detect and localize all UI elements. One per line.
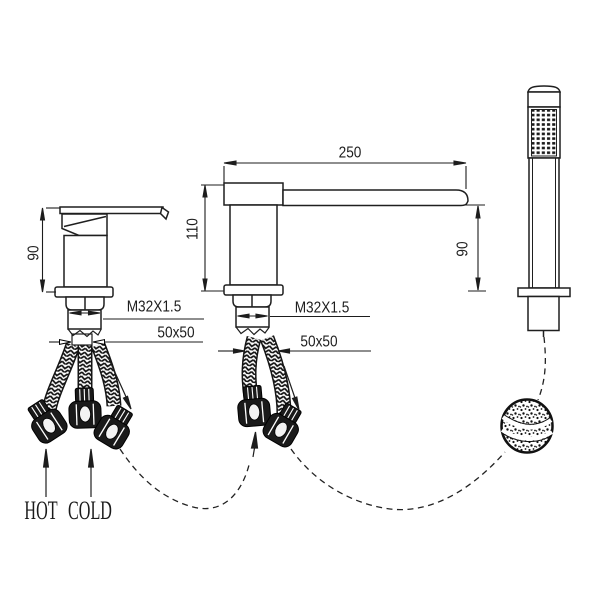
mixer-lever-tip bbox=[159, 206, 170, 221]
shower-escutcheon bbox=[517, 287, 571, 298]
mixer-cutout-dimension bbox=[49, 328, 203, 346]
shower-spray-face bbox=[531, 109, 557, 157]
route-spout-to-coil bbox=[290, 448, 506, 511]
route-shower-to-coil bbox=[537, 336, 546, 401]
tub-spout bbox=[223, 182, 469, 328]
cold-arrow bbox=[87, 448, 95, 468]
spout-body bbox=[229, 204, 278, 286]
spout-thread bbox=[235, 306, 270, 328]
mixer-flange bbox=[54, 286, 114, 298]
hose-fitting bbox=[67, 386, 103, 430]
spout-cutout-dimension bbox=[218, 348, 371, 354]
dim-label-outlet-height: 90 bbox=[454, 241, 472, 257]
spout-routing-arrow bbox=[283, 365, 300, 411]
hose-routes bbox=[119, 336, 546, 511]
dim-label-handle-height: 90 bbox=[25, 245, 43, 261]
spout-cap bbox=[223, 182, 284, 206]
mixer-body bbox=[63, 234, 108, 288]
dim-label-spout-height: 110 bbox=[184, 218, 202, 240]
hot-arrow bbox=[42, 448, 50, 468]
dim-spout-height bbox=[201, 184, 224, 292]
dim-label-spout-reach: 250 bbox=[338, 144, 362, 162]
shower-hose-coil bbox=[500, 398, 554, 454]
hand-shower bbox=[517, 85, 571, 337]
mixer-lever bbox=[59, 206, 164, 215]
mixer-routing-arrow bbox=[107, 356, 132, 410]
shower-cap-band bbox=[527, 91, 561, 108]
mixer-thread-dimension bbox=[69, 310, 204, 320]
thread-label-spout: M32X1.5 bbox=[294, 299, 350, 317]
dim-handle-height bbox=[39, 207, 60, 293]
hose-connect-arrow bbox=[250, 431, 259, 458]
hose-fitting bbox=[235, 384, 272, 428]
cold-label: COLD bbox=[68, 496, 112, 525]
route-mixer-to-spout bbox=[119, 448, 251, 510]
shower-dome bbox=[527, 85, 561, 93]
dim-outlet-height bbox=[463, 204, 486, 292]
supply-arrows bbox=[42, 448, 95, 497]
cutout-label-mixer: 50x50 bbox=[157, 324, 195, 342]
spout-break-line bbox=[235, 326, 270, 336]
shower-base bbox=[527, 295, 560, 332]
spout-arm bbox=[282, 189, 469, 207]
mixer-valve bbox=[54, 206, 170, 330]
dim-spout-reach bbox=[223, 160, 467, 189]
thread-label-mixer: M32X1.5 bbox=[126, 298, 182, 316]
shower-handle bbox=[528, 157, 560, 289]
spout-flange bbox=[223, 284, 284, 296]
spout-thread-dimension bbox=[237, 313, 370, 319]
cutout-label-spout: 50x50 bbox=[300, 333, 338, 351]
hot-label: HOT bbox=[24, 496, 58, 525]
